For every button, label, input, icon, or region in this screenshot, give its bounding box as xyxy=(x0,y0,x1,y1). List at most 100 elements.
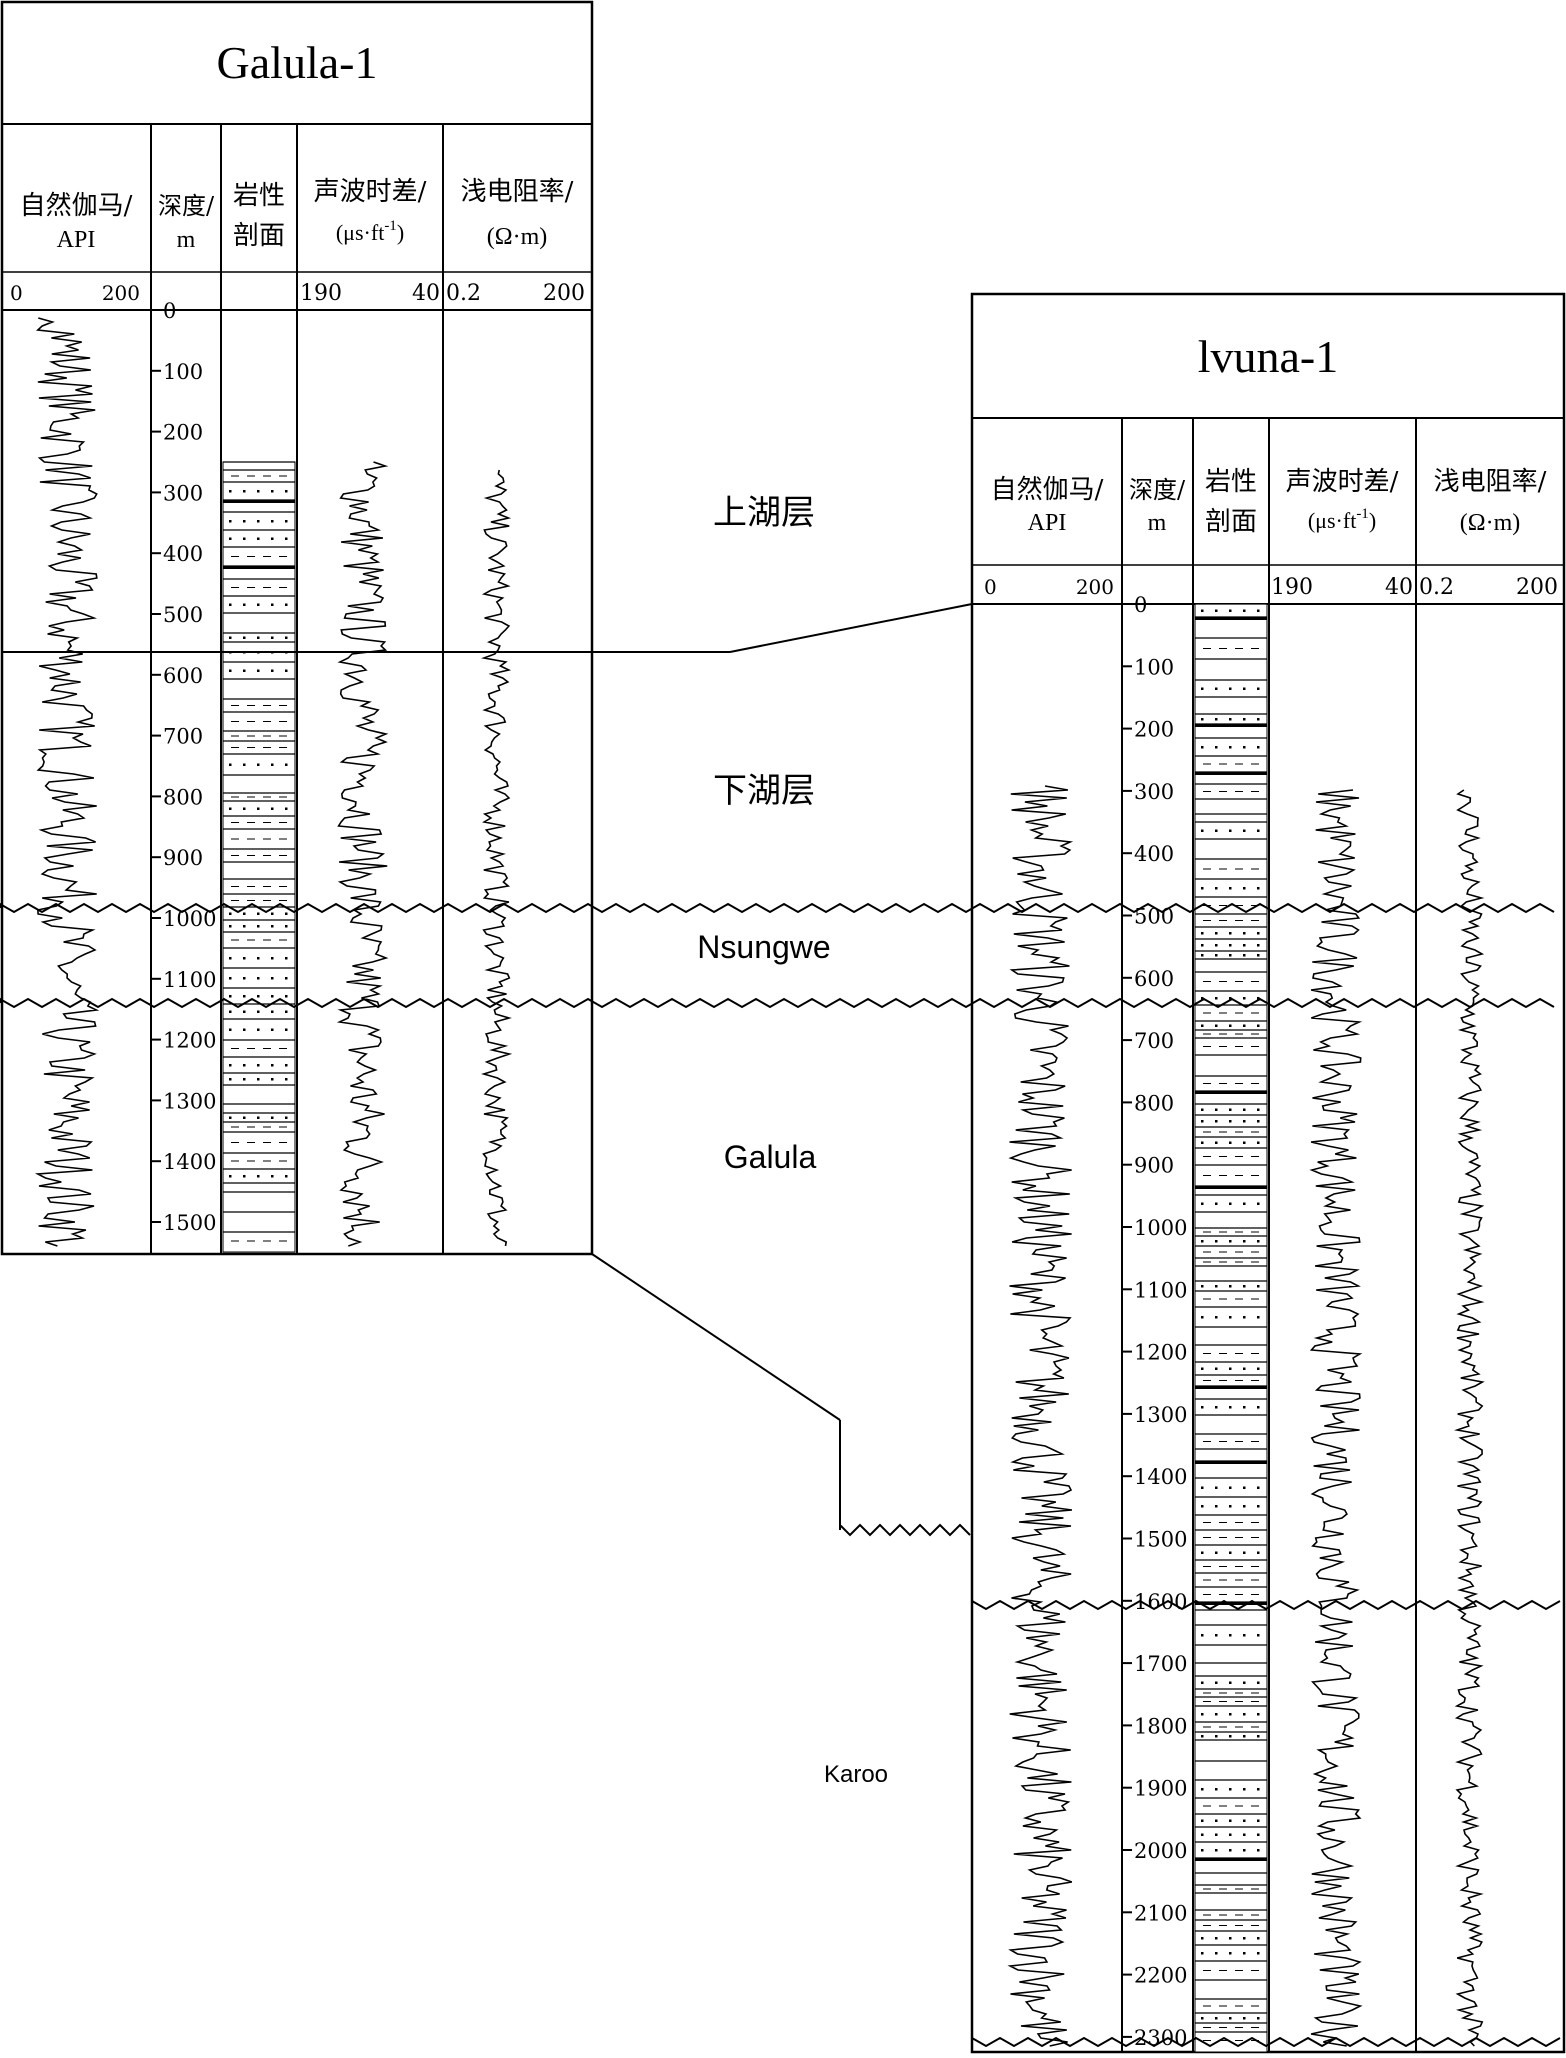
depth-tick-label: 300 xyxy=(163,481,203,505)
lithology-dark-bed xyxy=(1195,724,1267,727)
depth-tick-label: 1100 xyxy=(163,968,216,992)
depth-tick-label: 1900 xyxy=(1134,1777,1187,1801)
lithology-sand-dot xyxy=(271,977,274,980)
lithology-sand-dot xyxy=(1215,1108,1218,1111)
lithology-column-fill xyxy=(1194,603,1268,2053)
lithology-sand-dot xyxy=(1229,1819,1232,1822)
lithology-sand-dot xyxy=(1201,1505,1204,1508)
gr-scale-max: 200 xyxy=(102,281,140,305)
gr-header: 自然伽马/ xyxy=(991,475,1104,505)
lithology-sand-dot xyxy=(1243,1406,1246,1409)
lithology-sand-dot xyxy=(1215,1486,1218,1489)
lithology-sand-dot xyxy=(1257,687,1260,690)
lithology-sand-dot xyxy=(243,669,246,672)
lithology-sand-dot xyxy=(1215,1024,1218,1027)
correlation-line-karoo xyxy=(839,1420,971,1537)
lithology-sand-dot xyxy=(1201,932,1204,935)
sonic-curve xyxy=(1309,789,1363,2047)
depth-tick-label: 1400 xyxy=(163,1150,216,1174)
lithology-sand-dot xyxy=(1215,1141,1218,1144)
lithology-sand-dot xyxy=(1257,1240,1260,1243)
lithology-sand-dot xyxy=(271,669,274,672)
lithology-sand-dot xyxy=(1257,1486,1260,1489)
resistivity-curve xyxy=(1454,789,1485,2047)
lithology-sand-dot xyxy=(229,1078,232,1081)
lithology-sand-dot xyxy=(1257,1141,1260,1144)
formation-label-nsungwe: Nsungwe xyxy=(697,929,830,965)
depth-tick-label: 600 xyxy=(163,664,203,688)
rt-scale-min: 0.2 xyxy=(1419,575,1454,600)
lithology-sand-dot xyxy=(229,925,232,928)
lithology-sand-dot xyxy=(243,912,246,915)
depth-tick-label: 400 xyxy=(163,542,203,566)
lithology-sand-dot xyxy=(1257,1788,1260,1791)
lithology-sand-dot xyxy=(271,995,274,998)
lithology-sand-dot xyxy=(285,1028,288,1031)
depth-tick-label: 500 xyxy=(163,603,203,627)
formation-label-karoo: Karoo xyxy=(824,1761,888,1788)
lithology-sand-dot xyxy=(1201,1681,1204,1684)
lithology-sand-dot xyxy=(257,995,260,998)
gr-unit: API xyxy=(1028,510,1067,536)
lithology-sand-dot xyxy=(1243,954,1246,957)
lithology-sand-dot xyxy=(1257,1735,1260,1738)
lithology-sand-dot xyxy=(257,925,260,928)
depth-tick-label: 2200 xyxy=(1134,1964,1187,1988)
lithology-sand-dot xyxy=(1243,1316,1246,1319)
lithology-sand-dot xyxy=(1257,932,1260,935)
lithology-sand-dot xyxy=(1229,997,1232,1000)
lithology-sand-dot xyxy=(1243,1937,1246,1940)
lithology-sand-dot xyxy=(1257,997,1260,1000)
depth-tick-label: 1700 xyxy=(1134,1652,1187,1676)
lithology-sand-dot xyxy=(1201,1713,1204,1716)
lithology-sand-dot xyxy=(1201,1819,1204,1822)
lithology-sand-dot xyxy=(1201,1024,1204,1027)
depth-tick-label: 2100 xyxy=(1134,1901,1187,1925)
depth-tick-label: 0 xyxy=(1134,593,1147,617)
lithology-sand-dot xyxy=(1215,887,1218,890)
lithology-sand-dot xyxy=(243,636,246,639)
depth-tick-label: 1100 xyxy=(1134,1278,1187,1302)
depth-tick-label: 800 xyxy=(163,785,203,809)
lithology-sand-dot xyxy=(1257,829,1260,832)
lithology-sand-dot xyxy=(243,603,246,606)
lithology-sand-dot xyxy=(1257,1406,1260,1409)
lithology-sand-dot xyxy=(1243,1120,1246,1123)
gr-unit: API xyxy=(57,227,96,253)
lithology-dark-bed xyxy=(1195,1386,1267,1389)
lithology-sand-dot xyxy=(1229,1316,1232,1319)
lithology-sand-dot xyxy=(243,977,246,980)
lithology-sand-dot xyxy=(229,1028,232,1031)
lithology-sand-dot xyxy=(1257,1367,1260,1370)
lithology-sand-dot xyxy=(1215,1833,1218,1836)
lithology-sand-dot xyxy=(1215,829,1218,832)
lithology-sand-dot xyxy=(1257,1551,1260,1554)
lithology-sand-dot xyxy=(257,1078,260,1081)
lithology-sand-dot xyxy=(257,490,260,493)
depth-unit: m xyxy=(1148,510,1167,536)
lithology-sand-dot xyxy=(285,669,288,672)
well-galula-1: Galula-1 自然伽马/ API 深度/ m 岩性 剖面 声波时差/ (μs… xyxy=(0,0,594,1256)
lithology-column xyxy=(222,461,296,1253)
lithology-sand-dot xyxy=(243,957,246,960)
lithology-sand-dot xyxy=(1229,1833,1232,1836)
lithology-sand-dot xyxy=(1243,1819,1246,1822)
lithology-sand-dot xyxy=(285,912,288,915)
lithology-sand-dot xyxy=(1229,932,1232,935)
depth-tick-label: 1200 xyxy=(163,1029,216,1053)
lithology-sand-dot xyxy=(1229,1551,1232,1554)
lithology-sand-dot xyxy=(1201,687,1204,690)
lithology-sand-dot xyxy=(1243,1849,1246,1852)
lithology-sand-dot xyxy=(1243,687,1246,690)
lithology-sand-dot xyxy=(285,957,288,960)
depth-ticks: 0100200300400500600700800900100011001200… xyxy=(151,299,216,1235)
depth-tick-label: 1800 xyxy=(1134,1714,1187,1738)
gamma-ray-curve xyxy=(1007,785,1074,2047)
lithology-sand-dot xyxy=(1215,1240,1218,1243)
lithology-sand-dot xyxy=(1229,1849,1232,1852)
lithology-sand-dot xyxy=(1201,1952,1204,1955)
depth-tick-label: 900 xyxy=(1134,1154,1174,1178)
lithology-dark-bed xyxy=(1195,1186,1267,1189)
gr-scale-min: 0 xyxy=(10,281,23,305)
